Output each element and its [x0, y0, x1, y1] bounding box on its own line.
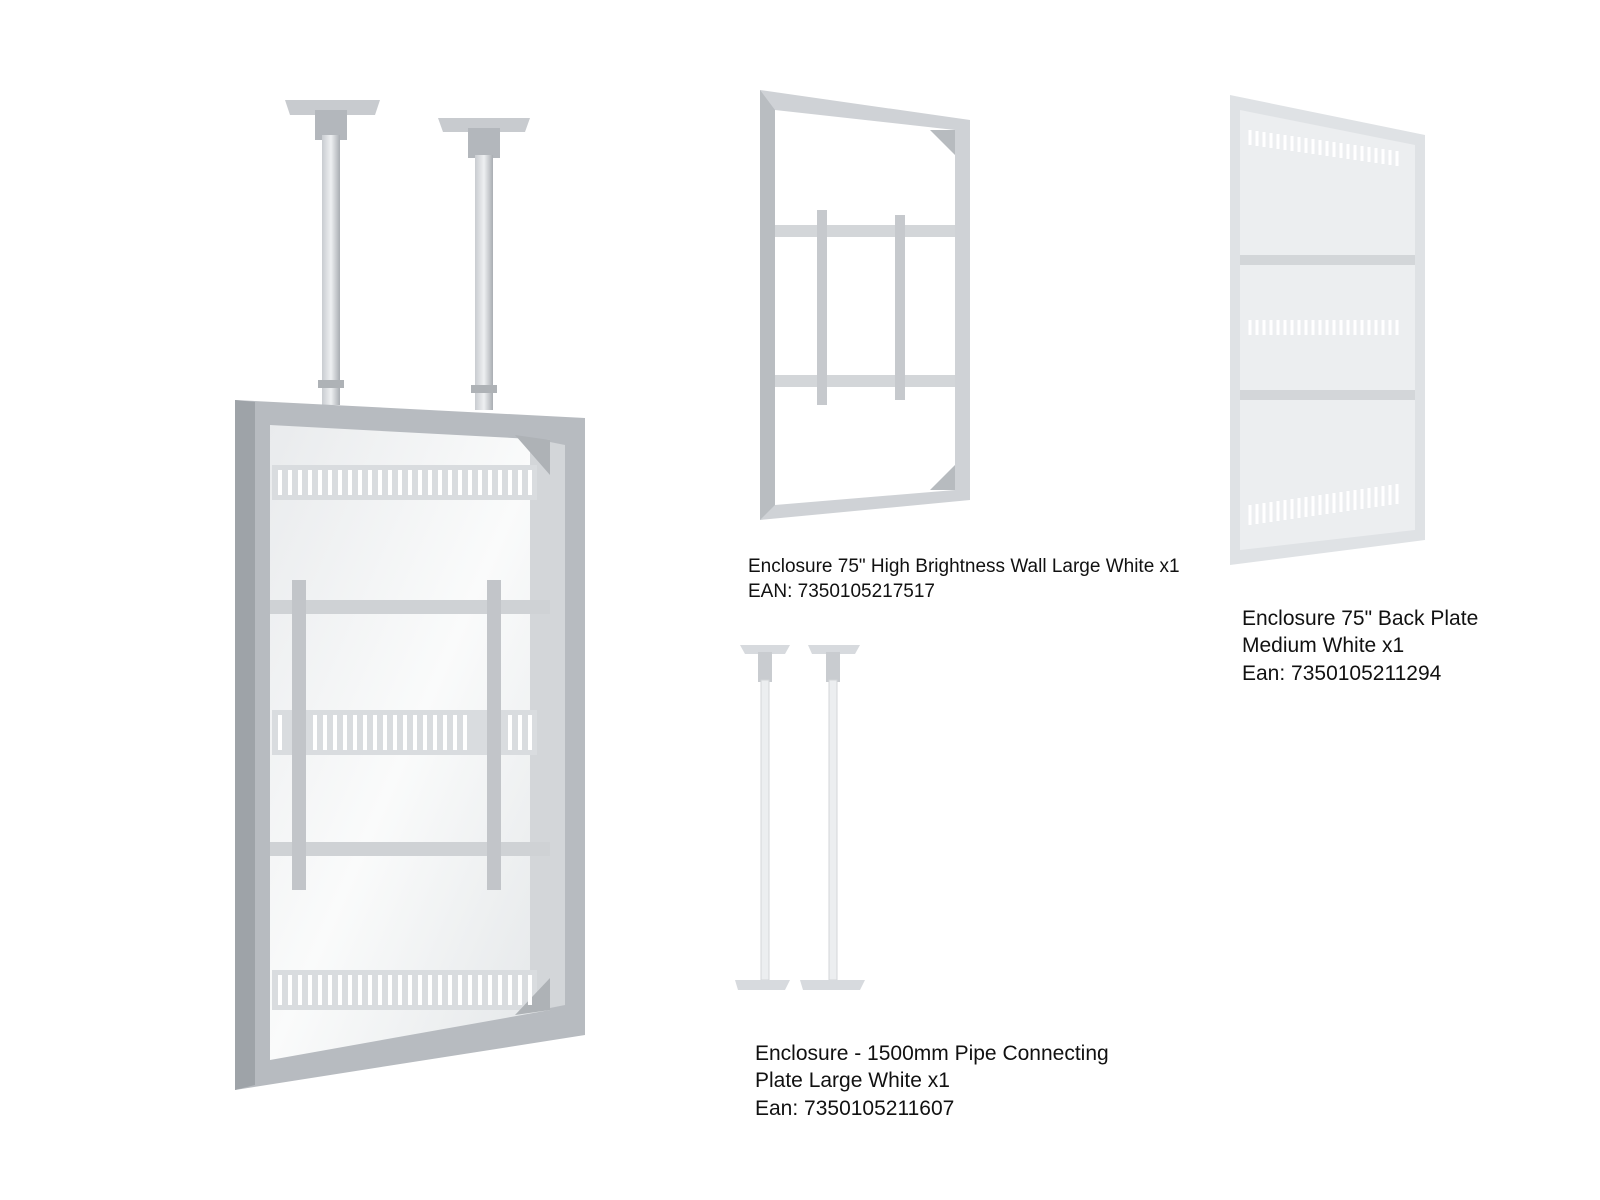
- pipe-plate-ean: Ean: 7350105211607: [755, 1096, 955, 1120]
- back-plate-name-line2: Medium White x1: [1242, 634, 1405, 658]
- wall-frame-ean: EAN: 7350105217517: [748, 580, 935, 602]
- back-plate-name-line1: Enclosure 75" Back Plate: [1242, 607, 1479, 630]
- back-plate-caption: Enclosure 75" Back Plate Medium White x1…: [1242, 605, 1478, 687]
- pipe-connecting-plates-image: [735, 645, 865, 990]
- pipe-plate-name-line2: Plate Large White x1: [755, 1069, 950, 1093]
- assembled-enclosure-image: [235, 100, 585, 1090]
- back-plate-image: [1230, 95, 1425, 565]
- pipe-plate-caption: Enclosure - 1500mm Pipe Connecting Plate…: [755, 1040, 1109, 1122]
- wall-frame-caption: Enclosure 75" High Brightness Wall Large…: [748, 555, 1180, 604]
- pipe-plate-name-line1: Enclosure - 1500mm Pipe Connecting: [755, 1042, 1109, 1065]
- back-plate-ean: Ean: 7350105211294: [1242, 661, 1442, 685]
- wall-frame-image: [760, 90, 970, 520]
- wall-frame-name: Enclosure 75" High Brightness Wall Large…: [748, 556, 1180, 577]
